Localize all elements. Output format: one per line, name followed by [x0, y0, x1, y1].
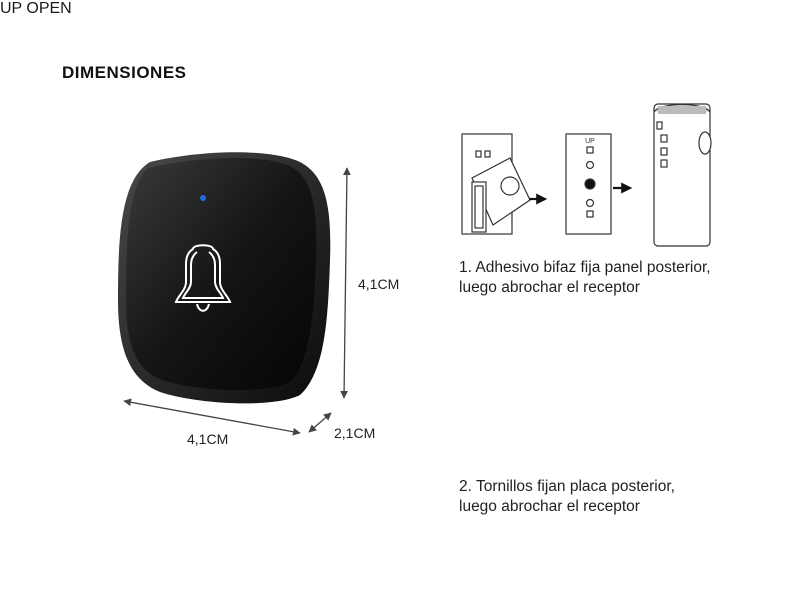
bell-icon: [174, 244, 232, 312]
device-face: [126, 157, 317, 391]
step2-receiver-back: OPEN: [26, 0, 71, 17]
led-indicator: [200, 195, 206, 201]
step1-caption: 1. Adhesivo bifaz fija panel posterior, …: [459, 258, 789, 298]
step1-caption-line1: 1. Adhesivo bifaz fija panel posterior,: [459, 259, 711, 276]
step1-up-label: UP: [585, 138, 595, 145]
step1-adhesive-plate: [461, 133, 531, 235]
step1-back-plate: UP: [565, 133, 612, 235]
height-label: 4,1CM: [358, 276, 400, 292]
height-dimension-line: [340, 167, 351, 399]
width-dimension-line: [123, 398, 301, 436]
step1-receiver: [653, 103, 712, 247]
depth-label: 2,1CM: [334, 425, 376, 441]
step2-caption: 2. Tornillos fijan placa posterior, lueg…: [459, 477, 789, 517]
step2-arrow-1: OPEN 4,1CM 4,1CM 2,1CM 1. Adhesivo bifaz…: [26, 0, 710, 515]
page-title: DIMENSIONES: [62, 63, 187, 82]
step2-caption-line1: 2. Tornillos fijan placa posterior,: [459, 478, 675, 495]
step2-caption-line2: luego abrochar el receptor: [459, 498, 640, 515]
step2-screw-plate: UP: [0, 0, 26, 17]
step1-caption-line2: luego abrochar el receptor: [459, 279, 640, 296]
width-label: 4,1CM: [187, 431, 229, 447]
step2-up-label: UP: [0, 0, 22, 17]
open-label: OPEN: [26, 0, 72, 17]
depth-dimension-line: [308, 412, 332, 433]
doorbell-device: [118, 152, 331, 404]
